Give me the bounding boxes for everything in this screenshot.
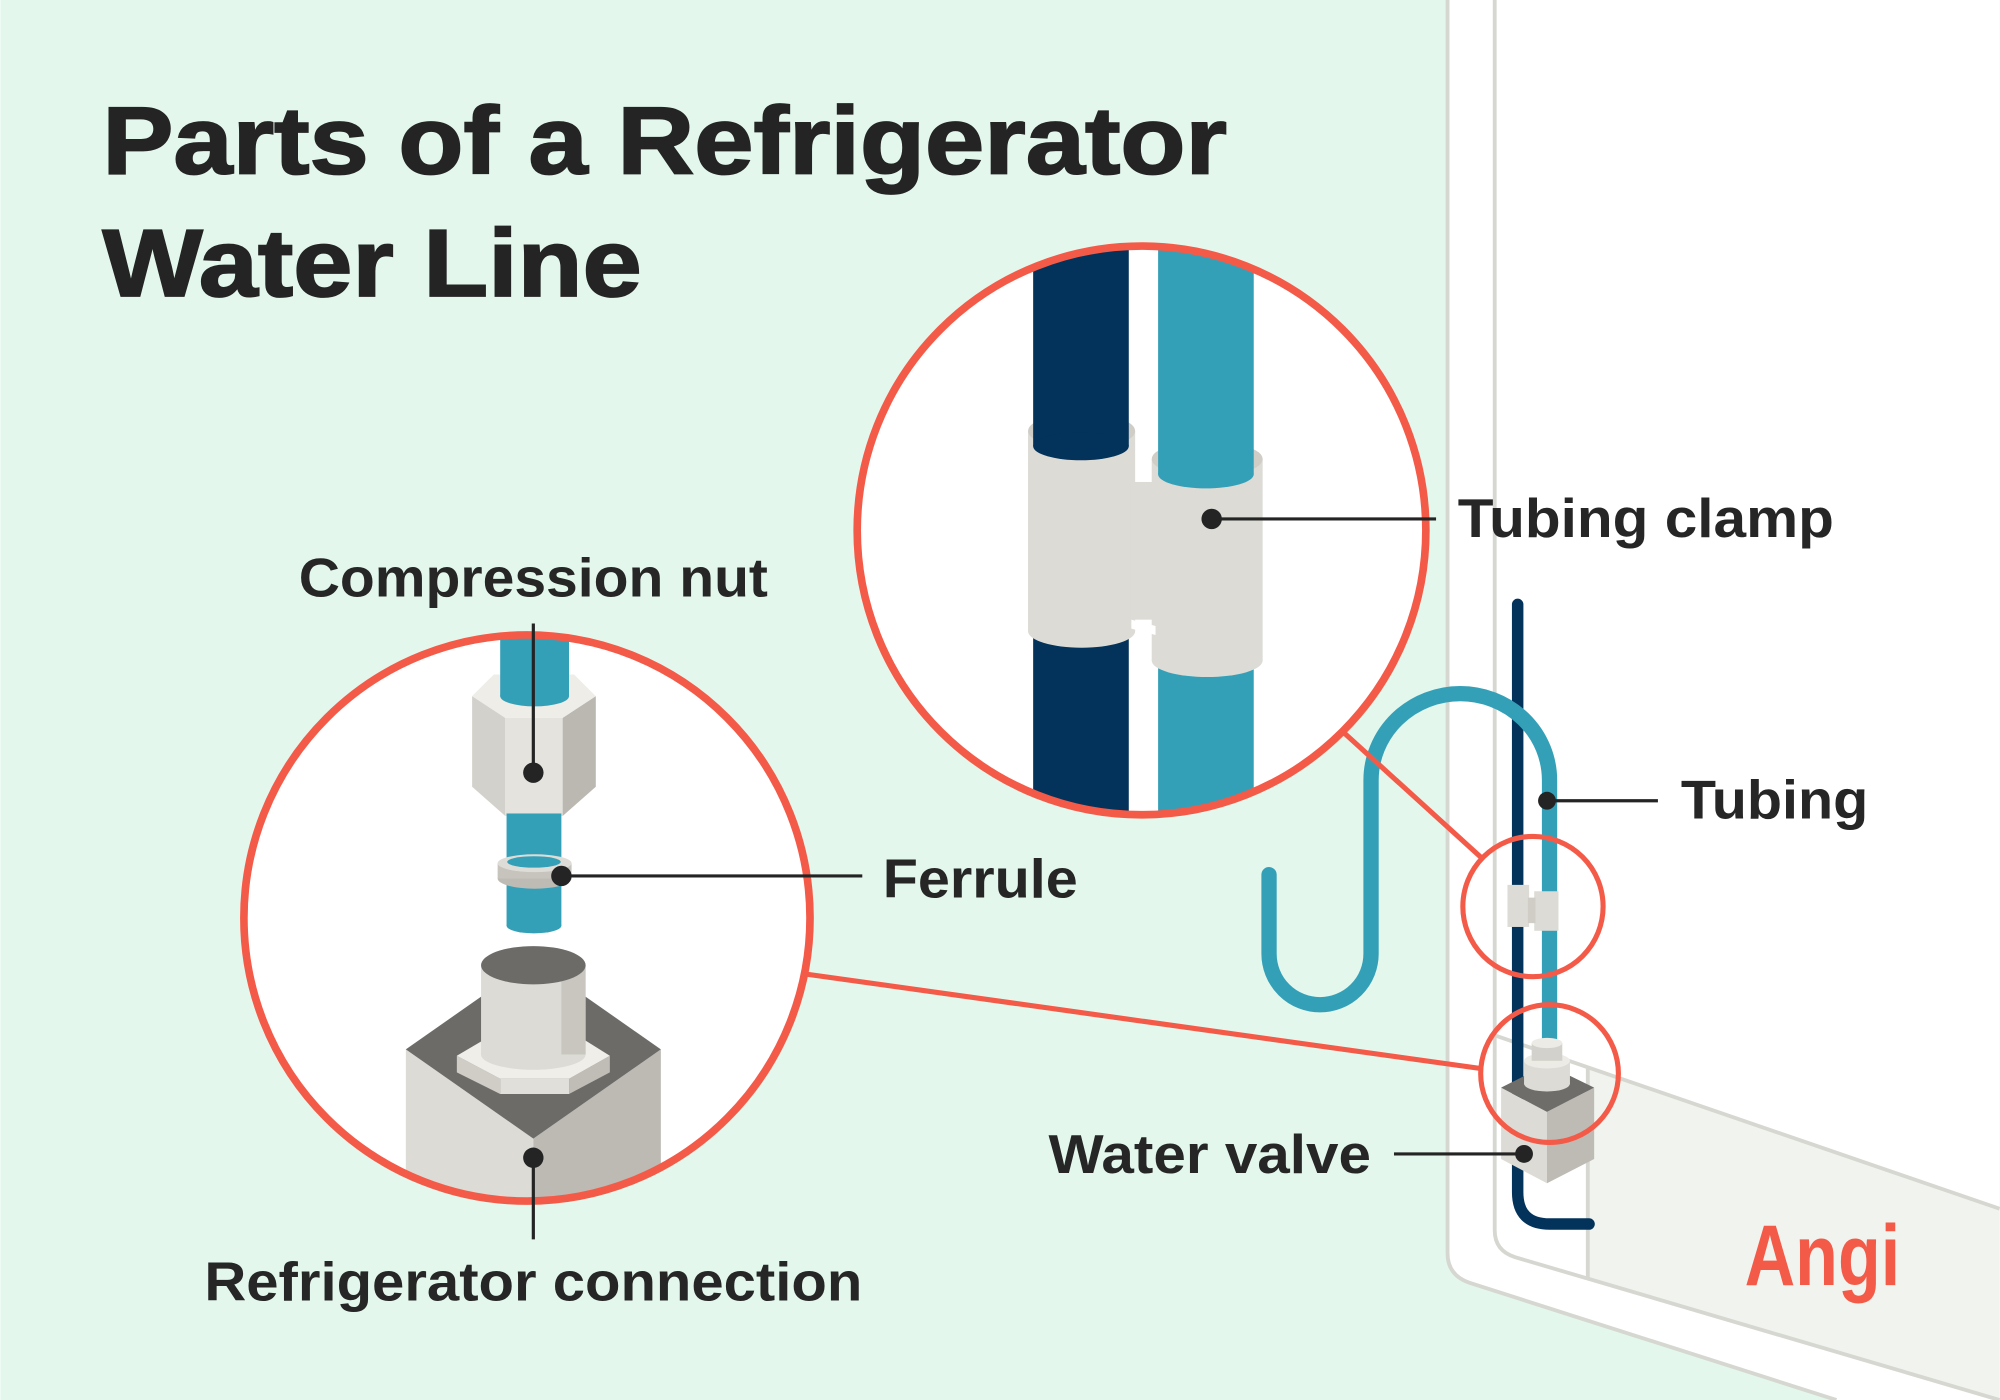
small-clamp-right: [1534, 891, 1559, 931]
supply-pipe: [1511, 598, 1595, 1230]
ferrule-marker: [551, 865, 572, 887]
teal-tubing-end: [1158, 460, 1254, 489]
clamp-right-bottom-edge: [1151, 643, 1263, 678]
navy-pipe-upper: [1033, 248, 1129, 447]
small-clamp-left: [1507, 884, 1530, 927]
wall-outer-edge: [1445, 0, 1838, 1400]
clamp-body-left: [1028, 430, 1136, 632]
valve-callout-small: [1478, 1002, 1621, 1145]
clamp-detail-contents: [1028, 248, 1263, 813]
small-water-valve: [1501, 1037, 1595, 1184]
connection-flange-front: [500, 1078, 570, 1094]
compression-nut-left-face: [472, 696, 506, 817]
connection-detail-ring: [240, 631, 814, 1205]
valve-nut-top: [1531, 1037, 1563, 1049]
compression-nut-marker: [523, 762, 544, 783]
tubing-clamp-detail: [853, 242, 1430, 819]
connection-callout-connector: [805, 971, 1482, 1072]
clamp-bridge: [1130, 481, 1156, 620]
floor-band: [1587, 1067, 2000, 1400]
compression-nut-right-face: [562, 696, 596, 817]
floor-band-top-edge: [1494, 1033, 2000, 1211]
ferrule-label: Ferrule: [883, 848, 1078, 910]
tubing-lower-end: [506, 918, 562, 934]
tubing-clamp-label: Tubing clamp: [1458, 487, 1834, 549]
water-valve-marker: [1515, 1144, 1533, 1163]
compression-nut-label: Compression nut: [299, 547, 768, 609]
water-valve-label: Water valve: [1048, 1123, 1371, 1185]
clamp-bridge-notch: [1131, 619, 1156, 635]
refrigerator-connection-label: Refrigerator connection: [204, 1251, 862, 1313]
clamp-body-right: [1151, 459, 1263, 661]
connection-cylinder-top: [481, 946, 586, 985]
wall-surface: [1447, 0, 2000, 1400]
callout-leaders: [523, 508, 1658, 1240]
valve-box-right-face: [1546, 1087, 1595, 1184]
tubing-marker: [1538, 791, 1556, 810]
tubing-clamp-marker: [1201, 508, 1222, 530]
navy-pipe-end: [1033, 432, 1129, 461]
wall-inner-edge: [1492, 0, 2000, 1400]
connection-flange-right: [569, 1055, 610, 1094]
connection-flange-left: [456, 1055, 501, 1094]
ferrule-tube-opening: [507, 856, 561, 868]
teal-tubing-upper: [1158, 248, 1254, 475]
refrigerator-connection-marker: [523, 1147, 544, 1168]
clamp-left-bottom-edge: [1028, 614, 1136, 648]
kitchen-wall: [1445, 0, 2000, 1400]
connection-detail: [240, 631, 814, 1205]
page-title-line-1: Parts of a Refrigerator: [102, 87, 1227, 194]
tubing-label: Tubing: [1681, 769, 1868, 831]
small-tubing-clamp: [1507, 884, 1559, 931]
clamp-detail-ring: [853, 242, 1430, 819]
clamp-callout-small: [1460, 833, 1606, 980]
valve-nut-body: [1531, 1042, 1563, 1061]
page-title-line-2: Water Line: [102, 210, 641, 317]
small-clamp-bridge: [1527, 897, 1536, 924]
clamp-callout-connector: [1341, 729, 1485, 862]
angi-logo: Angi: [1745, 1208, 1901, 1304]
